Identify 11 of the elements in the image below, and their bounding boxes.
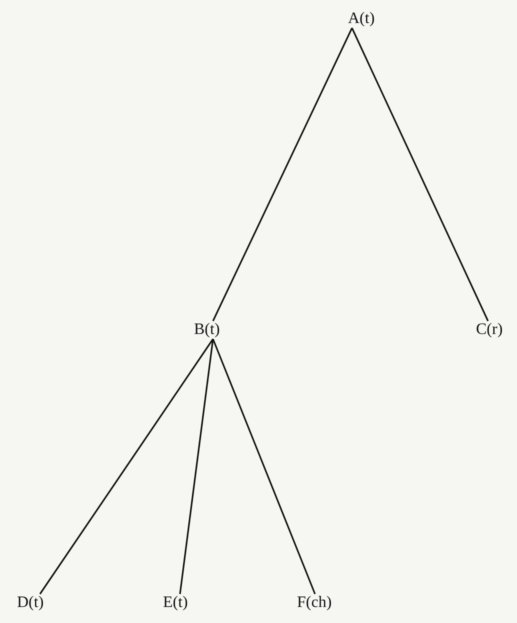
tree-line bbox=[212, 338, 316, 594]
node-label: D(t) bbox=[17, 594, 44, 612]
tree-line bbox=[179, 338, 214, 594]
tree-line bbox=[39, 338, 214, 594]
node-label: B(t) bbox=[194, 321, 220, 339]
tree-line bbox=[212, 28, 353, 322]
node-label: E(t) bbox=[163, 594, 188, 612]
tree-line bbox=[351, 28, 489, 322]
node-label: A(t) bbox=[348, 10, 375, 28]
node-label: C(r) bbox=[476, 321, 503, 339]
node-label: F(ch) bbox=[297, 594, 332, 612]
